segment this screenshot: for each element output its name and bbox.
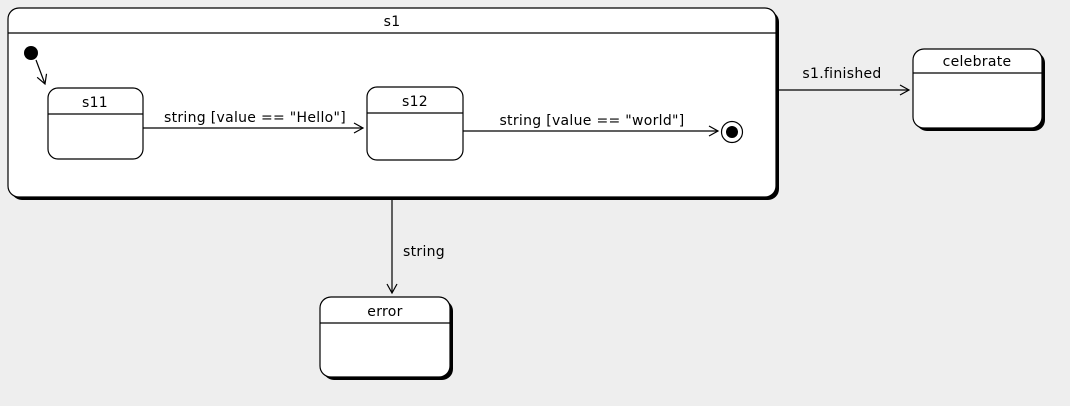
state-s1-label: s1 [384,14,401,30]
state-celebrate-body[interactable] [912,48,1043,129]
state-error-body[interactable] [319,296,451,378]
state-s11-body[interactable] [47,87,144,160]
transition-s1-to-celebrate-label: s1.finished [802,66,881,82]
transition-s1-to-error-label: string [403,244,445,260]
transition-s1-to-error[interactable]: string [386,200,445,295]
state-celebrate-label: celebrate [943,54,1012,70]
transition-s11-to-s12[interactable]: string [value == "Hello"] [143,110,365,134]
initial-pseudostate[interactable] [24,46,48,86]
transition-s12-to-final[interactable]: string [value == "world"] [463,113,720,137]
state-error[interactable]: error [319,296,453,380]
state-s12-label: s12 [402,94,428,110]
state-s11[interactable]: s11 [47,87,144,160]
state-error-label: error [367,304,402,320]
initial-state-icon[interactable] [24,46,38,60]
transition-s1-to-celebrate[interactable]: s1.finished [779,66,911,96]
final-state-inner-dot [726,126,738,138]
final-pseudostate[interactable] [720,120,744,144]
state-celebrate[interactable]: celebrate [912,48,1045,131]
state-s12-body[interactable] [366,86,464,161]
initial-transition-line[interactable] [35,59,48,86]
state-s12[interactable]: s12 [366,86,464,161]
transition-s11-to-s12-label: string [value == "Hello"] [164,110,346,126]
transition-s12-to-final-label: string [value == "world"] [499,113,684,129]
state-s11-label: s11 [82,95,108,111]
